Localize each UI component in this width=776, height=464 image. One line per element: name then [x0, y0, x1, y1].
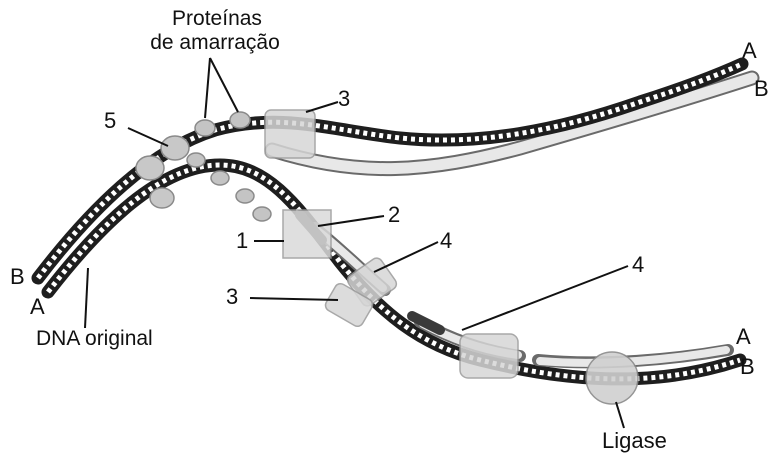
label-a-bottom-right: A	[736, 326, 751, 348]
label-3-top: 3	[338, 88, 350, 110]
original-dna-label: DNA original	[36, 328, 153, 349]
ligase-enzyme	[586, 352, 638, 404]
label-5: 5	[104, 110, 116, 132]
label-4-upper: 4	[440, 230, 452, 252]
label-a-left: A	[30, 296, 45, 318]
binding-proteins-label-line1: Proteínas	[152, 8, 282, 29]
label-4-lower: 4	[632, 254, 644, 276]
label-a-top-right: A	[742, 40, 757, 62]
label-3-mid: 3	[226, 286, 238, 308]
polymerase-lagging-lower	[460, 334, 518, 378]
label-b-left: B	[10, 266, 25, 288]
label-b-top-right: B	[754, 78, 769, 100]
label-b-bottom-right: B	[740, 356, 755, 378]
label-2: 2	[388, 204, 400, 226]
binding-proteins-label-line2: de amarração	[130, 32, 300, 53]
polymerase-leading	[265, 110, 315, 158]
ligase-label: Ligase	[602, 430, 667, 452]
label-1: 1	[236, 230, 248, 252]
primase	[283, 210, 331, 258]
